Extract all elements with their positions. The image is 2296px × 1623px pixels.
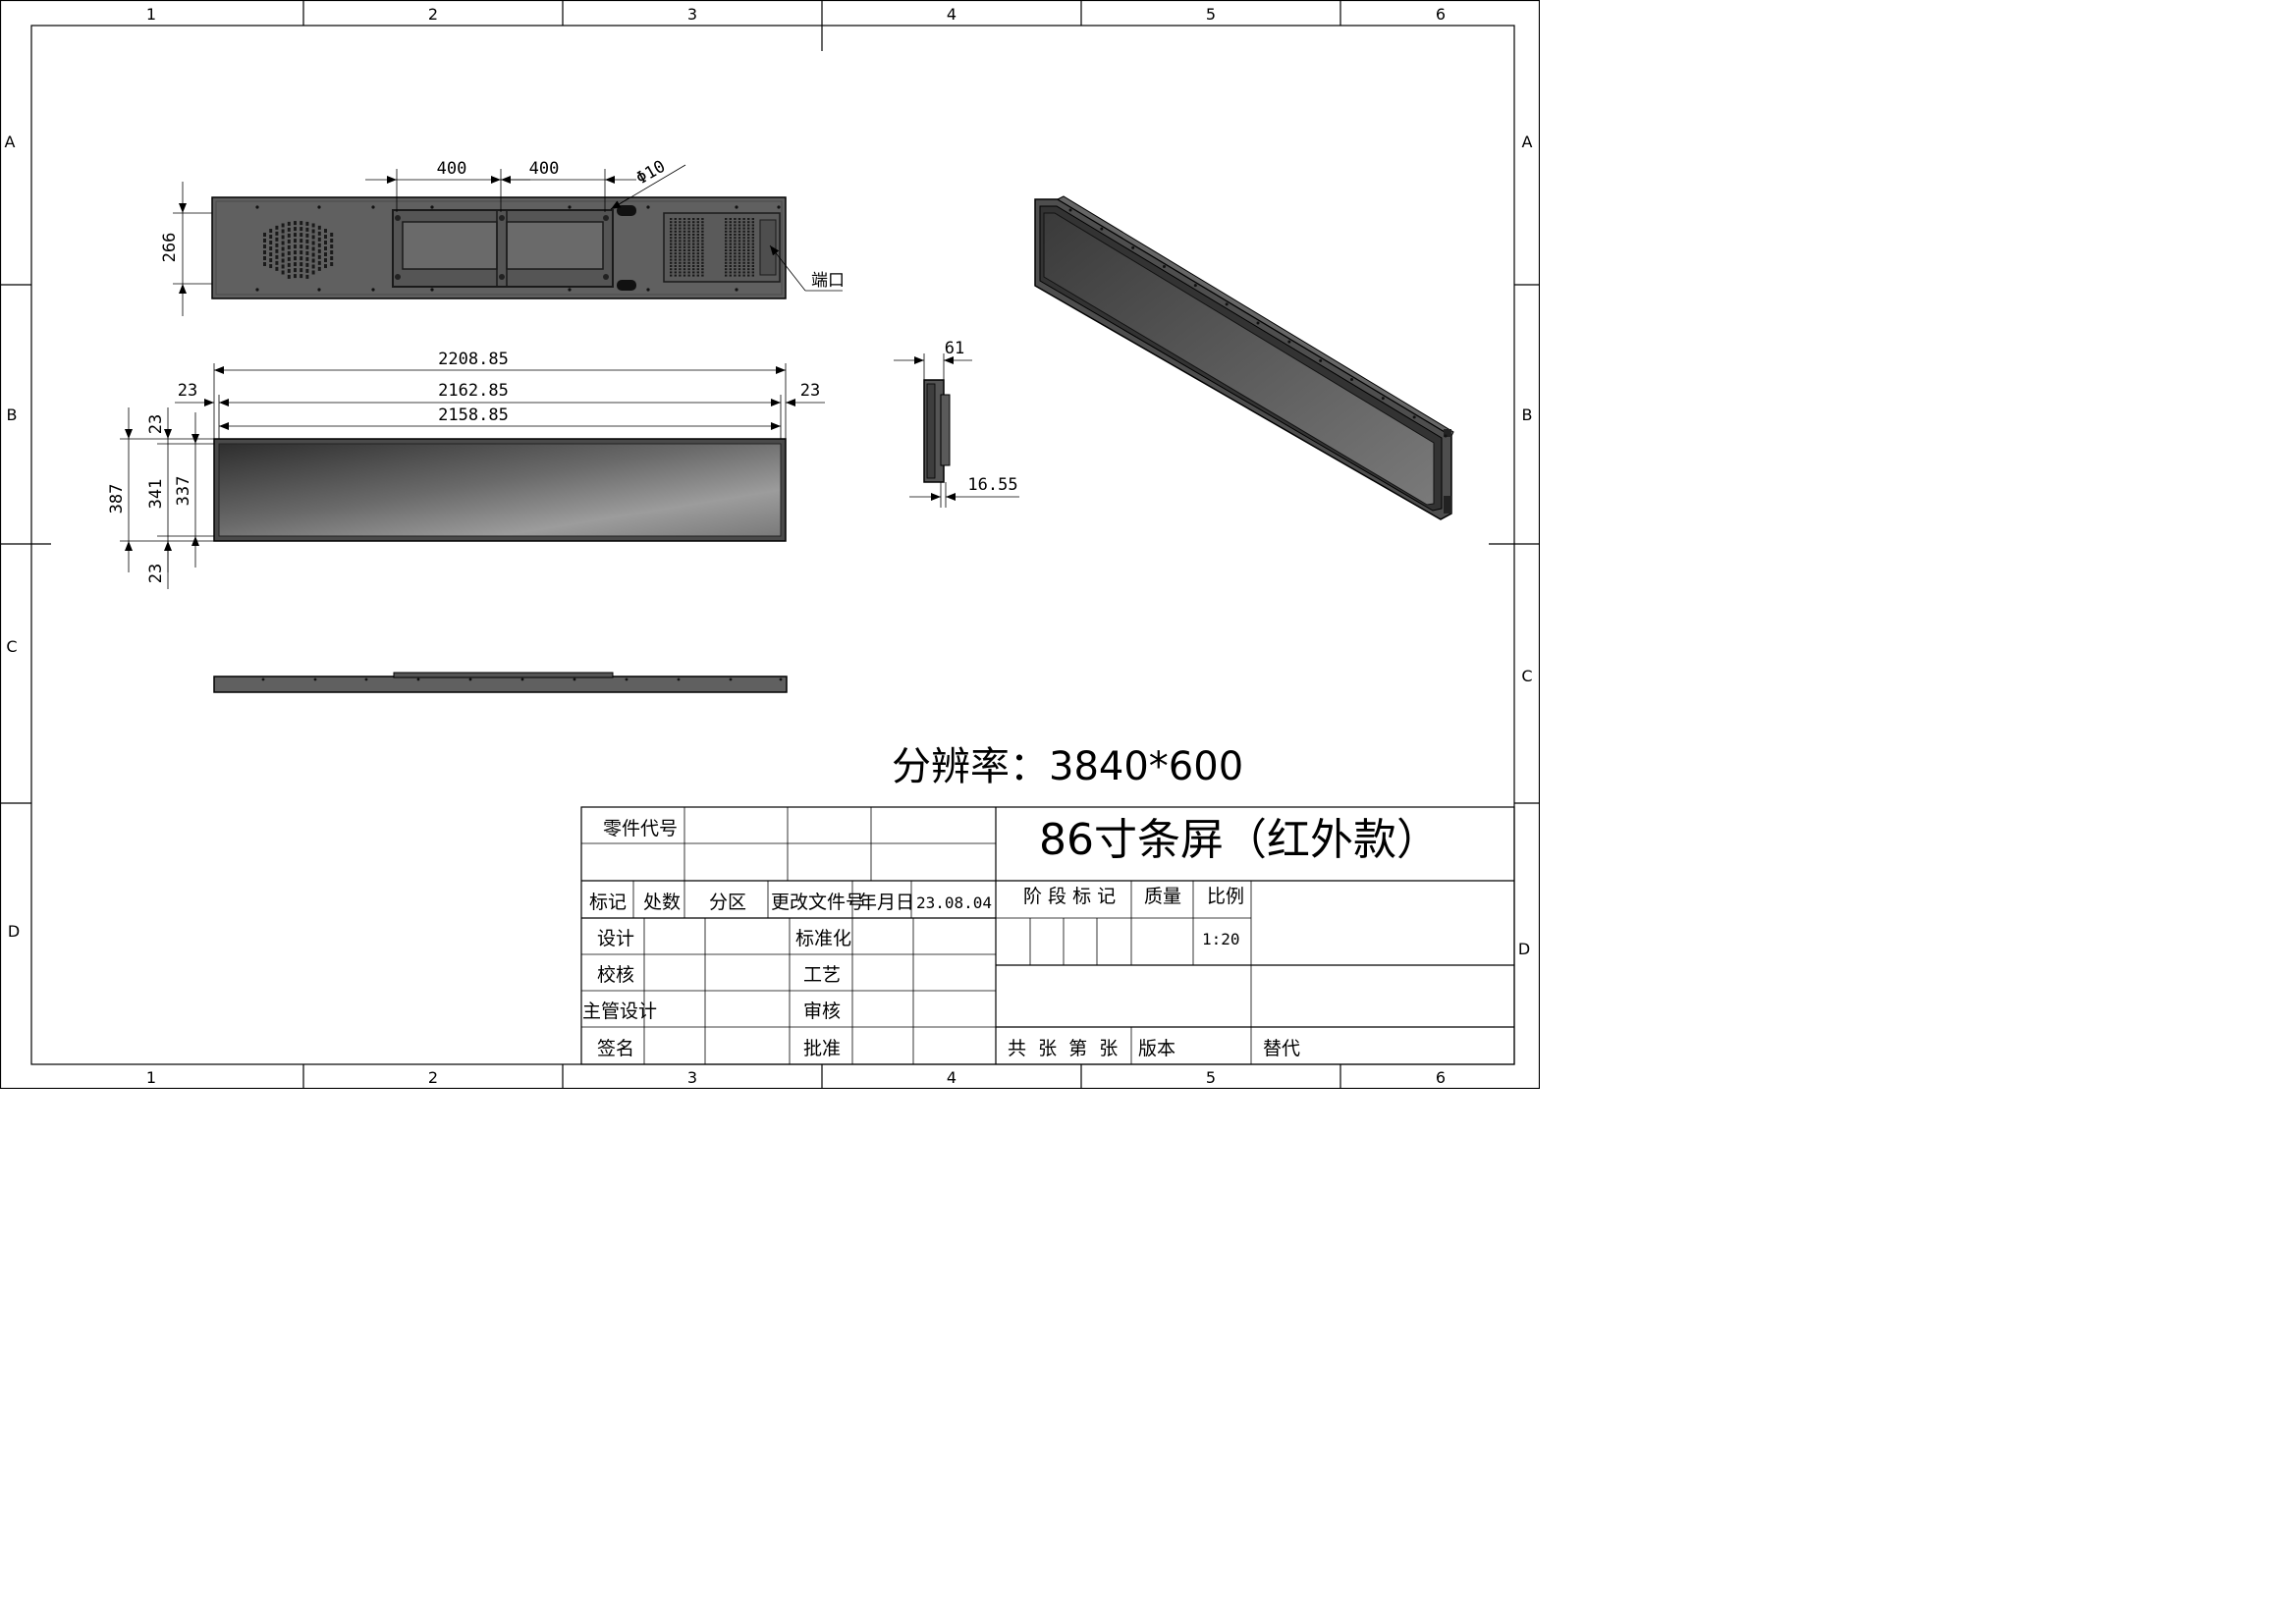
dim-400-left: 400 [437, 159, 467, 179]
speaker-grille-icon [263, 221, 334, 279]
dim-inner-width: 2158.85 [438, 406, 509, 425]
dim-inner-height: 337 [174, 476, 193, 507]
row-label: D [8, 922, 20, 941]
tb-process: 工艺 [803, 964, 841, 986]
tb-change-doc: 更改文件号 [771, 892, 864, 913]
col-label: 1 [146, 5, 156, 24]
tb-standardize: 标准化 [795, 928, 851, 949]
col-label: 4 [947, 5, 957, 24]
title-block: 86寸条屏（红外款） 零件代号 标记 处数 分区 更改文件号 年月日 23.08… [580, 806, 1515, 1065]
port-label: 端口 [811, 271, 845, 291]
col-label: 6 [1436, 5, 1446, 24]
technical-drawing-sheet: 1 2 3 4 5 6 1 2 3 4 5 6 A B C D A B C D [0, 0, 1540, 1089]
drawing-title: 86寸条屏（红外款） [1039, 815, 1440, 865]
col-label: 3 [687, 5, 697, 24]
col-label: 6 [1436, 1068, 1446, 1087]
row-label: D [1518, 940, 1530, 958]
tb-chief-design: 主管设计 [582, 1001, 657, 1022]
dim-border-bottom: 23 [146, 564, 166, 583]
row-labels-left: A B C D [5, 133, 21, 941]
front-view [213, 438, 787, 542]
row-label: A [5, 133, 16, 151]
dim-overall-width: 2208.85 [438, 350, 509, 369]
dim-side-offset: 16.55 [967, 475, 1017, 495]
side-view: 61 16.55 [894, 339, 1019, 508]
col-label: 2 [428, 5, 438, 24]
row-label: A [1522, 133, 1533, 151]
dim-overall-height: 387 [107, 484, 127, 514]
tb-sheets: 共 张 第 张 [1008, 1038, 1118, 1059]
dim-border-left: 23 [178, 381, 197, 401]
tb-stage-mark: 阶 段 标 记 [1023, 886, 1116, 907]
dim-400-right: 400 [529, 159, 560, 179]
tb-sign: 签名 [597, 1038, 634, 1059]
dim-border-right: 23 [800, 381, 820, 401]
tb-mark: 标记 [589, 892, 627, 913]
col-label: 5 [1206, 1068, 1216, 1087]
col-label: 1 [146, 1068, 156, 1087]
row-label: B [1522, 406, 1533, 424]
col-label: 4 [947, 1068, 957, 1087]
tb-mass: 质量 [1144, 886, 1181, 907]
dim-hole-diameter: Φ10 [633, 157, 670, 189]
bottom-view [213, 672, 788, 693]
row-label: C [1521, 667, 1532, 685]
row-label: C [6, 637, 17, 656]
row-label: B [7, 406, 18, 424]
tb-approve: 批准 [803, 1038, 841, 1059]
resolution-label: 分辨率：3840*600 [892, 744, 1243, 789]
column-labels-bottom: 1 2 3 4 5 6 [146, 1068, 1446, 1087]
tb-part-code: 零件代号 [603, 818, 678, 839]
vent-slots-icon [670, 218, 754, 277]
tb-date-label: 年月日 [858, 892, 914, 913]
tb-scale-label: 比例 [1207, 886, 1244, 907]
tb-version: 版本 [1138, 1038, 1175, 1059]
tb-scale-value: 1:20 [1202, 930, 1240, 948]
tb-date-value: 23.08.04 [916, 893, 992, 912]
isometric-view [1034, 195, 1454, 520]
tb-count: 处数 [643, 892, 681, 913]
tb-check: 校核 [597, 964, 634, 986]
tb-review: 审核 [803, 1001, 841, 1022]
tb-design: 设计 [597, 928, 634, 949]
row-labels-right: A B C D [1518, 133, 1533, 958]
dim-mid-height: 341 [146, 479, 166, 510]
col-label: 2 [428, 1068, 438, 1087]
rear-view [211, 196, 787, 299]
column-labels-top: 1 2 3 4 5 6 [146, 5, 1446, 24]
dim-side-depth: 61 [945, 339, 964, 358]
front-view-dimensions: 2208.85 2162.85 2158.85 23 23 387 341 33… [107, 350, 825, 589]
tb-zone: 分区 [709, 892, 746, 913]
col-label: 5 [1206, 5, 1216, 24]
tb-replace: 替代 [1263, 1038, 1300, 1059]
dim-top-height: 266 [160, 233, 180, 263]
dim-mid-width: 2162.85 [438, 381, 509, 401]
drawing-frame [0, 0, 1540, 1089]
dim-border-top: 23 [146, 414, 166, 434]
col-label: 3 [687, 1068, 697, 1087]
